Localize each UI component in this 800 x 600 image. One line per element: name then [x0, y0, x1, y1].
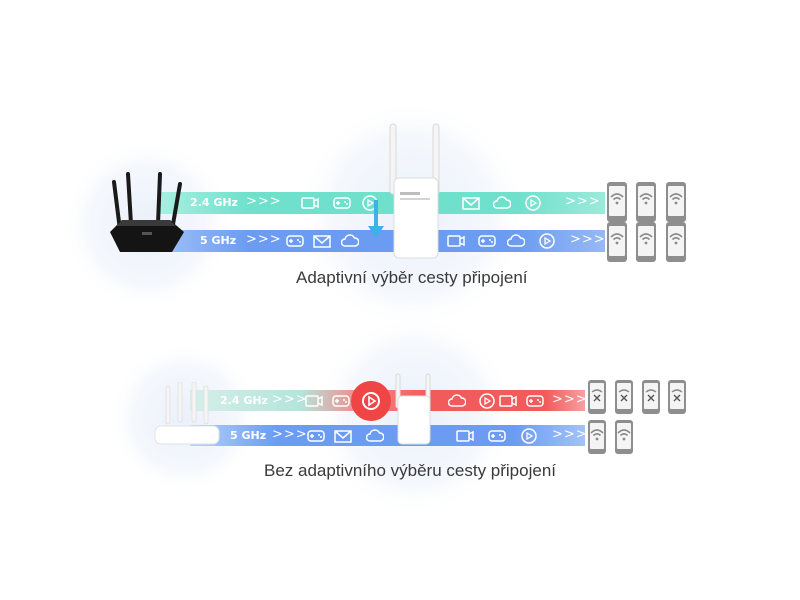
- band-5ghz-bottom: 5 GHz >>> >>>: [190, 425, 588, 446]
- wifi-icon: [610, 233, 624, 245]
- play-icon: [539, 233, 555, 249]
- chevrons-icon: >>>: [565, 194, 601, 209]
- range-extender-icon: [389, 123, 440, 259]
- wifi-icon: [639, 233, 653, 245]
- gamepad-icon: [307, 430, 325, 442]
- band-switch-arrow-icon: [368, 200, 384, 238]
- wifi-icon: [617, 429, 631, 441]
- phone-icon: [615, 420, 633, 454]
- phone-icon: [642, 380, 660, 414]
- gamepad-icon: [333, 197, 351, 209]
- range-extender-icon: [395, 373, 431, 445]
- phone-icon: [668, 380, 686, 414]
- gamepad-icon: [526, 395, 544, 407]
- video-icon: [301, 197, 319, 209]
- chevrons-icon: >>>: [552, 392, 588, 407]
- mail-icon: [313, 235, 331, 248]
- video-icon: [499, 395, 517, 407]
- cloud-icon: [493, 196, 511, 209]
- cloud-icon: [507, 234, 525, 247]
- phone-icon: [607, 182, 627, 222]
- band-5ghz-label: 5 GHz: [230, 429, 267, 442]
- chevrons-icon: >>>: [246, 232, 282, 247]
- router-icon: [154, 382, 220, 445]
- cloud-icon: [448, 394, 466, 407]
- phone-icon: [615, 380, 633, 414]
- chevrons-icon: >>>: [272, 427, 308, 442]
- chevrons-icon: >>>: [272, 392, 308, 407]
- video-icon: [447, 235, 465, 247]
- wifi-icon: [639, 193, 653, 205]
- wifi-icon: [590, 429, 604, 441]
- band-5ghz-label: 5 GHz: [200, 234, 237, 247]
- play-icon: [479, 393, 495, 409]
- band-24ghz-label: 2.4 GHz: [190, 196, 238, 209]
- wifi-disconnected-icon: [645, 389, 657, 402]
- phone-icon: [636, 222, 656, 262]
- video-icon: [456, 430, 474, 442]
- cloud-icon: [341, 234, 359, 247]
- wifi-icon: [669, 193, 683, 205]
- router-icon: [110, 172, 184, 252]
- gamepad-icon: [286, 235, 304, 247]
- wifi-disconnected-icon: [671, 389, 683, 402]
- chevrons-icon: >>>: [552, 427, 588, 442]
- phone-icon: [666, 222, 686, 262]
- caption-non-adaptive: Bez adaptivního výběru cesty připojení: [264, 461, 557, 480]
- band-24ghz-top: 2.4 GHz >>> >>>: [160, 192, 605, 214]
- play-icon: [525, 195, 541, 211]
- gamepad-icon: [332, 395, 350, 407]
- gamepad-icon: [478, 235, 496, 247]
- mail-icon: [462, 197, 480, 210]
- phone-icon: [607, 222, 627, 262]
- chevrons-icon: >>>: [570, 232, 606, 247]
- wifi-disconnected-icon: [591, 389, 603, 402]
- chevrons-icon: >>>: [246, 194, 282, 209]
- caption-adaptive: Adaptivní výběr cesty připojení: [296, 268, 528, 287]
- phone-icon: [588, 420, 606, 454]
- gamepad-icon: [488, 430, 506, 442]
- band-5ghz-top: 5 GHz >>> >>>: [160, 230, 605, 252]
- wifi-icon: [610, 193, 624, 205]
- video-icon: [305, 395, 323, 407]
- cloud-icon: [366, 429, 384, 442]
- band-24ghz-label: 2.4 GHz: [220, 394, 268, 407]
- phone-icon: [588, 380, 606, 414]
- congestion-alert-icon: [351, 381, 391, 421]
- wifi-icon: [669, 233, 683, 245]
- phone-icon: [666, 182, 686, 222]
- wifi-disconnected-icon: [618, 389, 630, 402]
- phone-icon: [636, 182, 656, 222]
- play-icon: [521, 428, 537, 444]
- mail-icon: [334, 430, 352, 443]
